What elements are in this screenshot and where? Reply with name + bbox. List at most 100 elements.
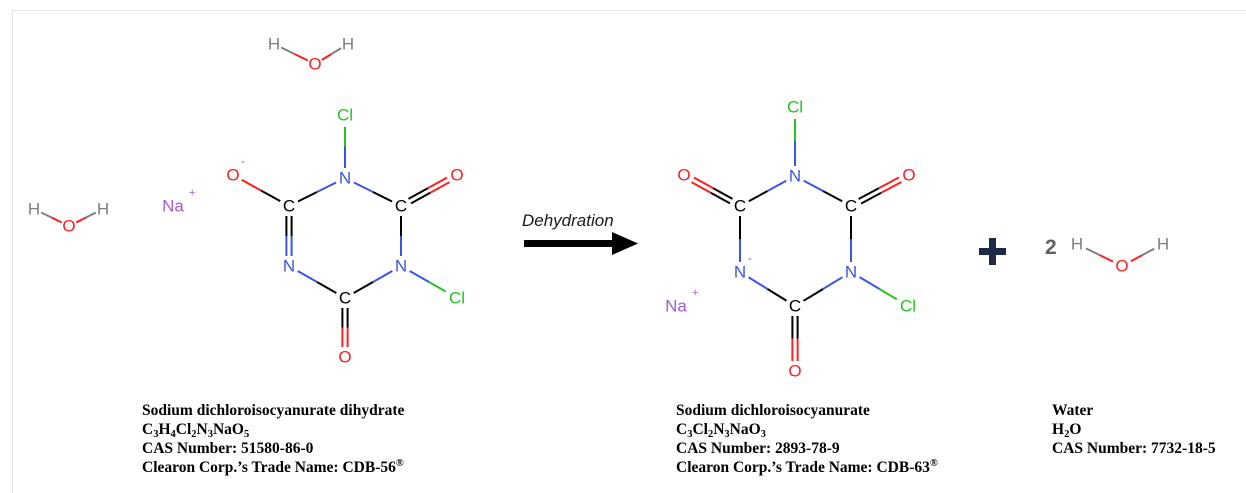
- water-molecule-product-oxygen: O: [1115, 257, 1128, 276]
- caption-water: Water H2O CAS Number: 7732-18-5: [1052, 401, 1216, 458]
- trade-name: Clearon Corp.’s Trade Name: CDB-63®: [676, 458, 938, 476]
- bond-c4-n5-right-b: [747, 276, 769, 290]
- carbon-atom-4-left: C: [339, 289, 351, 308]
- bond-c6-o6-right-a: [712, 187, 733, 200]
- nitrogen-atom-1-left: N: [339, 169, 351, 188]
- water-molecule-left-bond-left-b: [51, 216, 63, 224]
- bond-n3-cl3-right-b: [878, 288, 898, 301]
- water-molecule-product-h1: H: [1071, 235, 1083, 254]
- water-molecule-product-bond-right-b: [1142, 247, 1155, 256]
- chlorine-atom-1-left: Cl: [337, 106, 353, 125]
- bond-n1-c2-left-b: [372, 191, 393, 203]
- water-molecule-left-oxygen: O: [62, 217, 75, 236]
- bond-c6-o6-right-b: [693, 176, 714, 190]
- bond-c4-n5-left-b: [297, 270, 318, 283]
- water-molecule-top-bond-left-a: [280, 46, 295, 55]
- oxygen-atom-6-left: O: [226, 166, 239, 185]
- bond-c2-o2-right-a: [860, 191, 882, 205]
- nitrogen-atom-1-right: N: [789, 167, 801, 186]
- water-molecule-top-bond-right-a: [321, 53, 333, 61]
- water-molecule-top-bond-right-b: [330, 47, 342, 55]
- bond-c6-n1-left-a: [297, 191, 318, 203]
- bond-c6-n1-left-b: [316, 181, 337, 193]
- bond-n3-c4-left-b: [353, 281, 374, 294]
- bond-c6-o6-right-b: [691, 181, 712, 194]
- cas-number: CAS Number: 2893-78-9: [676, 440, 840, 457]
- plus-icon: [979, 238, 1006, 265]
- arrow-shaft: [524, 240, 616, 247]
- bond-n1-c2-right-b: [822, 190, 843, 203]
- water-molecule-top-h2: H: [342, 35, 354, 54]
- chlorine-atom-3-left: Cl: [449, 289, 465, 308]
- left-border: [12, 10, 13, 493]
- compound-formula: H2O: [1052, 421, 1082, 440]
- sodium-ion-left: Na: [162, 197, 184, 216]
- water-molecule-product-bond-right-a: [1130, 254, 1143, 263]
- bond-c2-o2-right-a: [858, 187, 880, 200]
- oxygen-atom-6-left-charge: -: [241, 156, 245, 168]
- bond-n3-cl3-left-b: [428, 281, 447, 293]
- carbon-atom-6-right: C: [734, 197, 746, 216]
- bond-c2-o2-right-b: [878, 176, 900, 190]
- nitrogen-atom-5-left: N: [283, 257, 295, 276]
- oxygen-atom-4-left: O: [338, 348, 351, 367]
- water-molecule-top-bond-left-b: [294, 53, 309, 62]
- bond-c6-o6-right-a: [710, 191, 731, 205]
- compound-name: Sodium dichloroisocyanurate: [676, 402, 870, 419]
- nitrogen-atom-3-right: N: [845, 263, 857, 282]
- bond-c2-o2-left-a: [408, 187, 429, 200]
- water-molecule-product-bond-left-b: [1099, 254, 1114, 263]
- bond-c4-n5-left-a: [316, 281, 337, 294]
- water-molecule-left-bond-right-b: [85, 211, 97, 219]
- bond-c4-n5-right-a: [766, 288, 788, 302]
- sodium-ion-left-charge: +: [189, 187, 195, 199]
- oxygen-atom-2-left: O: [450, 166, 463, 185]
- cas-number: CAS Number: 7732-18-5: [1052, 440, 1216, 457]
- water-molecule-left-bond-right-a: [75, 216, 87, 224]
- water-coefficient: 2: [1045, 236, 1057, 259]
- carbon-atom-2-right: C: [845, 197, 857, 216]
- bond-c2-o2-left-b: [427, 176, 448, 190]
- water-molecule-product-h2: H: [1157, 235, 1169, 254]
- water-molecule-left-h2: H: [97, 200, 109, 219]
- water-molecule-left-bond-left-a: [40, 211, 52, 219]
- nitrogen-atom-3-left: N: [395, 257, 407, 276]
- water-molecule-product-bond-left-a: [1085, 247, 1100, 256]
- compound-formula: C3Cl2N3NaO3: [676, 421, 766, 440]
- bond-n3-c4-left-a: [372, 270, 393, 283]
- bond-n3-c4-right-b: [803, 288, 824, 302]
- bonds: [40, 46, 1155, 361]
- carbon-atom-2-left: C: [395, 197, 407, 216]
- water-molecule-left-h1: H: [28, 200, 40, 219]
- caption-dihydrate: Sodium dichloroisocyanurate dihydrate C3…: [142, 401, 404, 477]
- chlorine-atom-1-right: Cl: [787, 98, 803, 117]
- arrow-head: [612, 232, 638, 255]
- oxygen-atom-4-right: O: [788, 362, 801, 381]
- bond-n3-cl3-right-a: [859, 276, 881, 290]
- arrow-label: Dehydration: [522, 211, 614, 230]
- nitrogen-atom-5-right: N: [734, 263, 746, 282]
- bond-n1-c2-left-a: [353, 181, 374, 193]
- water-molecule-top-h1: H: [268, 35, 280, 54]
- bond-c6-o6-left-b: [241, 178, 262, 192]
- compound-name: Sodium dichloroisocyanurate dihydrate: [142, 402, 405, 419]
- trade-name: Clearon Corp.’s Trade Name: CDB-56®: [142, 458, 404, 476]
- caption-anhydrous: Sodium dichloroisocyanurate C3Cl2N3NaO3 …: [676, 401, 938, 477]
- cas-number: CAS Number: 51580-86-0: [142, 440, 314, 457]
- bond-n1-c2-right-a: [803, 179, 824, 192]
- dehydration-arrow: Dehydration: [522, 211, 638, 255]
- sodium-ion-right: Na: [665, 297, 687, 316]
- carbon-atom-4-right: C: [789, 297, 801, 316]
- compound-name: Water: [1052, 402, 1094, 419]
- bond-n3-c4-right-a: [822, 276, 843, 290]
- oxygen-atom-6-right: O: [677, 166, 690, 185]
- bond-c2-o2-right-b: [880, 181, 902, 194]
- bond-n3-cl3-left-a: [409, 270, 430, 283]
- bond-c6-o6-left-a: [260, 189, 281, 203]
- sodium-ion-right-charge: +: [692, 287, 698, 299]
- nitrogen-atom-5-right-charge: -: [748, 253, 752, 265]
- top-border: [12, 10, 1246, 11]
